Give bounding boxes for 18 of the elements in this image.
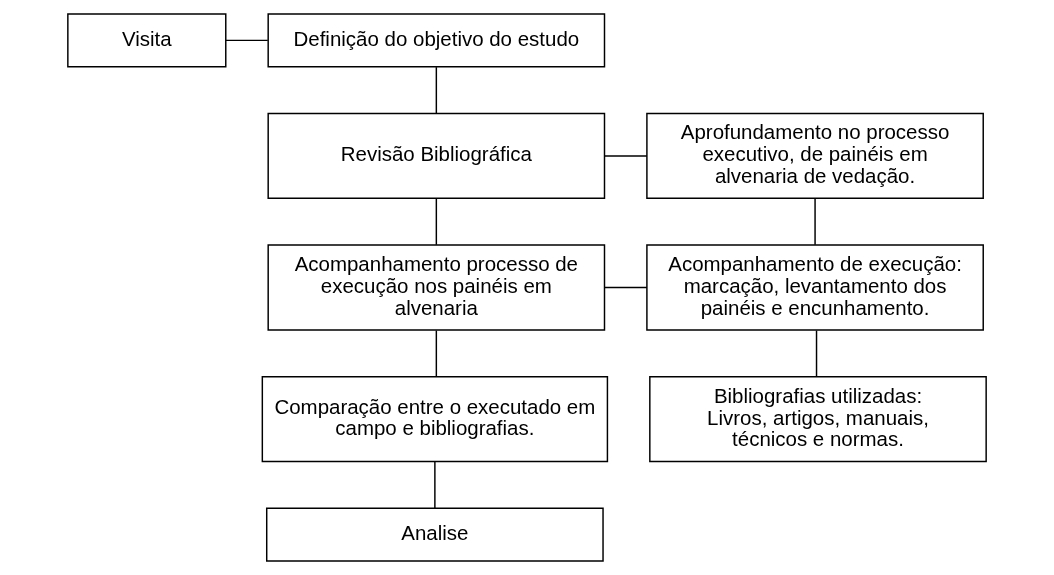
connector [603,155,648,157]
node-box: Acompanhamento de execução: marcação, levantamento dos painéis e encunhamento. [646,244,984,331]
node-box: Comparação entre o executado em campo e bibliografias. [261,375,609,463]
connector [435,66,438,115]
node-box: Bibliografias utilizadas: Livros, artigos, manuais, técnicos e normas. [649,375,987,463]
connector [603,286,648,289]
node-box: Analise [266,507,604,562]
connector [814,198,816,246]
node-box: Aprofundamento no processo executivo, de painéis em alvenaria de vedação. [646,112,984,200]
connector [435,329,438,378]
node-box: Acompanhamento processo de execução nos painéis em alvenaria [267,244,606,331]
connector [225,39,269,42]
node-box: Visita [67,13,227,68]
connector [435,198,438,246]
connector [434,461,436,509]
connector [815,329,818,378]
node-box: Definição do objetivo do estudo [267,13,606,68]
node-box: Revisão Bibliográfica [267,112,606,200]
